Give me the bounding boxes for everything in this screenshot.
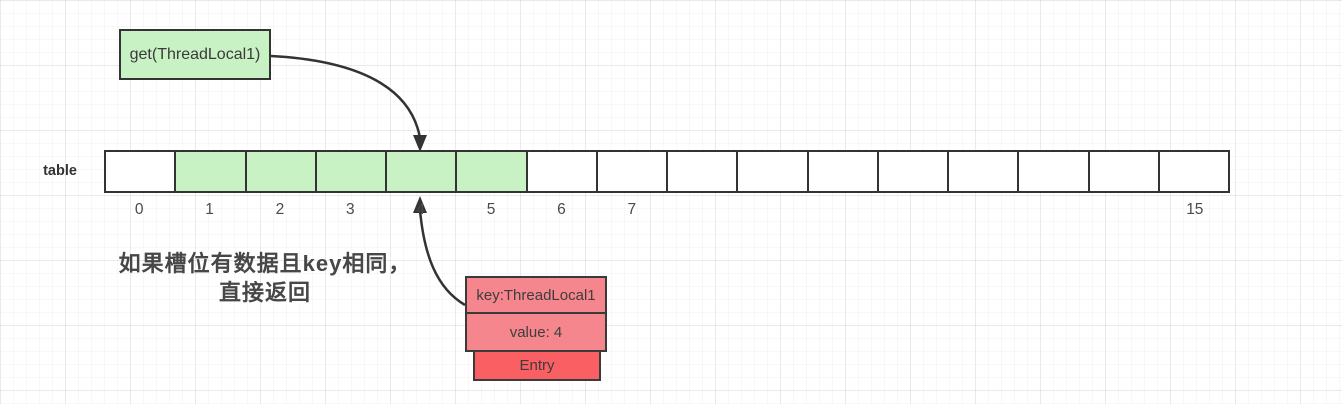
index-label-6: 6 — [557, 201, 566, 218]
note-line-1: 如果槽位有数据且key相同， — [118, 251, 412, 276]
get-call-box: get(ThreadLocal1) — [119, 29, 271, 80]
table-cell-10 — [806, 152, 877, 191]
entry-base-box: Entry — [473, 350, 601, 381]
table-cell-14 — [1087, 152, 1158, 191]
table-cell-5 — [455, 152, 526, 191]
table-label: table — [43, 163, 77, 179]
index-label-9 — [737, 201, 807, 221]
table-index-row: 0 1 2 3 4 5 6 7 15 — [104, 201, 1230, 221]
index-label-4: 4 — [416, 201, 425, 218]
table-cell-9 — [736, 152, 806, 191]
table-cell-15 — [1157, 152, 1228, 191]
index-label-1: 1 — [205, 201, 214, 218]
table-cell-0 — [106, 152, 174, 191]
index-label-0: 0 — [134, 201, 144, 218]
table-array — [104, 150, 1230, 193]
entry-key-label: key:ThreadLocal1 — [476, 286, 596, 304]
index-label-7: 7 — [627, 201, 637, 218]
index-label-15: 15 — [1186, 201, 1204, 218]
table-cell-12 — [947, 152, 1017, 191]
entry-key-box: key:ThreadLocal1 — [465, 276, 607, 314]
entry-value-label: value: 4 — [509, 323, 563, 341]
index-label-12 — [949, 201, 1019, 221]
table-cell-4 — [385, 152, 456, 191]
index-label-13 — [1019, 201, 1089, 221]
table-cell-2 — [244, 152, 315, 191]
arrow-get-to-slot4 — [270, 54, 427, 152]
index-label-11 — [878, 201, 948, 221]
note-line-2: 直接返回 — [218, 280, 311, 306]
index-label-10 — [808, 201, 878, 221]
table-cell-13 — [1017, 152, 1087, 191]
table-cell-8 — [666, 152, 736, 191]
table-cell-7 — [595, 152, 666, 191]
note-text: 如果槽位有数据且key相同， 直接返回 — [95, 249, 435, 307]
index-label-2: 2 — [275, 201, 285, 218]
table-cell-1 — [174, 152, 245, 191]
index-label-3: 3 — [346, 201, 355, 218]
index-label-8 — [667, 201, 737, 221]
entry-base-label: Entry — [519, 357, 555, 374]
index-label-5: 5 — [486, 201, 496, 218]
entry-value-box: value: 4 — [465, 312, 607, 352]
table-cell-3 — [314, 152, 385, 191]
table-cell-11 — [876, 152, 947, 191]
get-call-label: get(ThreadLocal1) — [129, 45, 261, 63]
index-label-14 — [1089, 201, 1159, 221]
table-cell-6 — [525, 152, 596, 191]
